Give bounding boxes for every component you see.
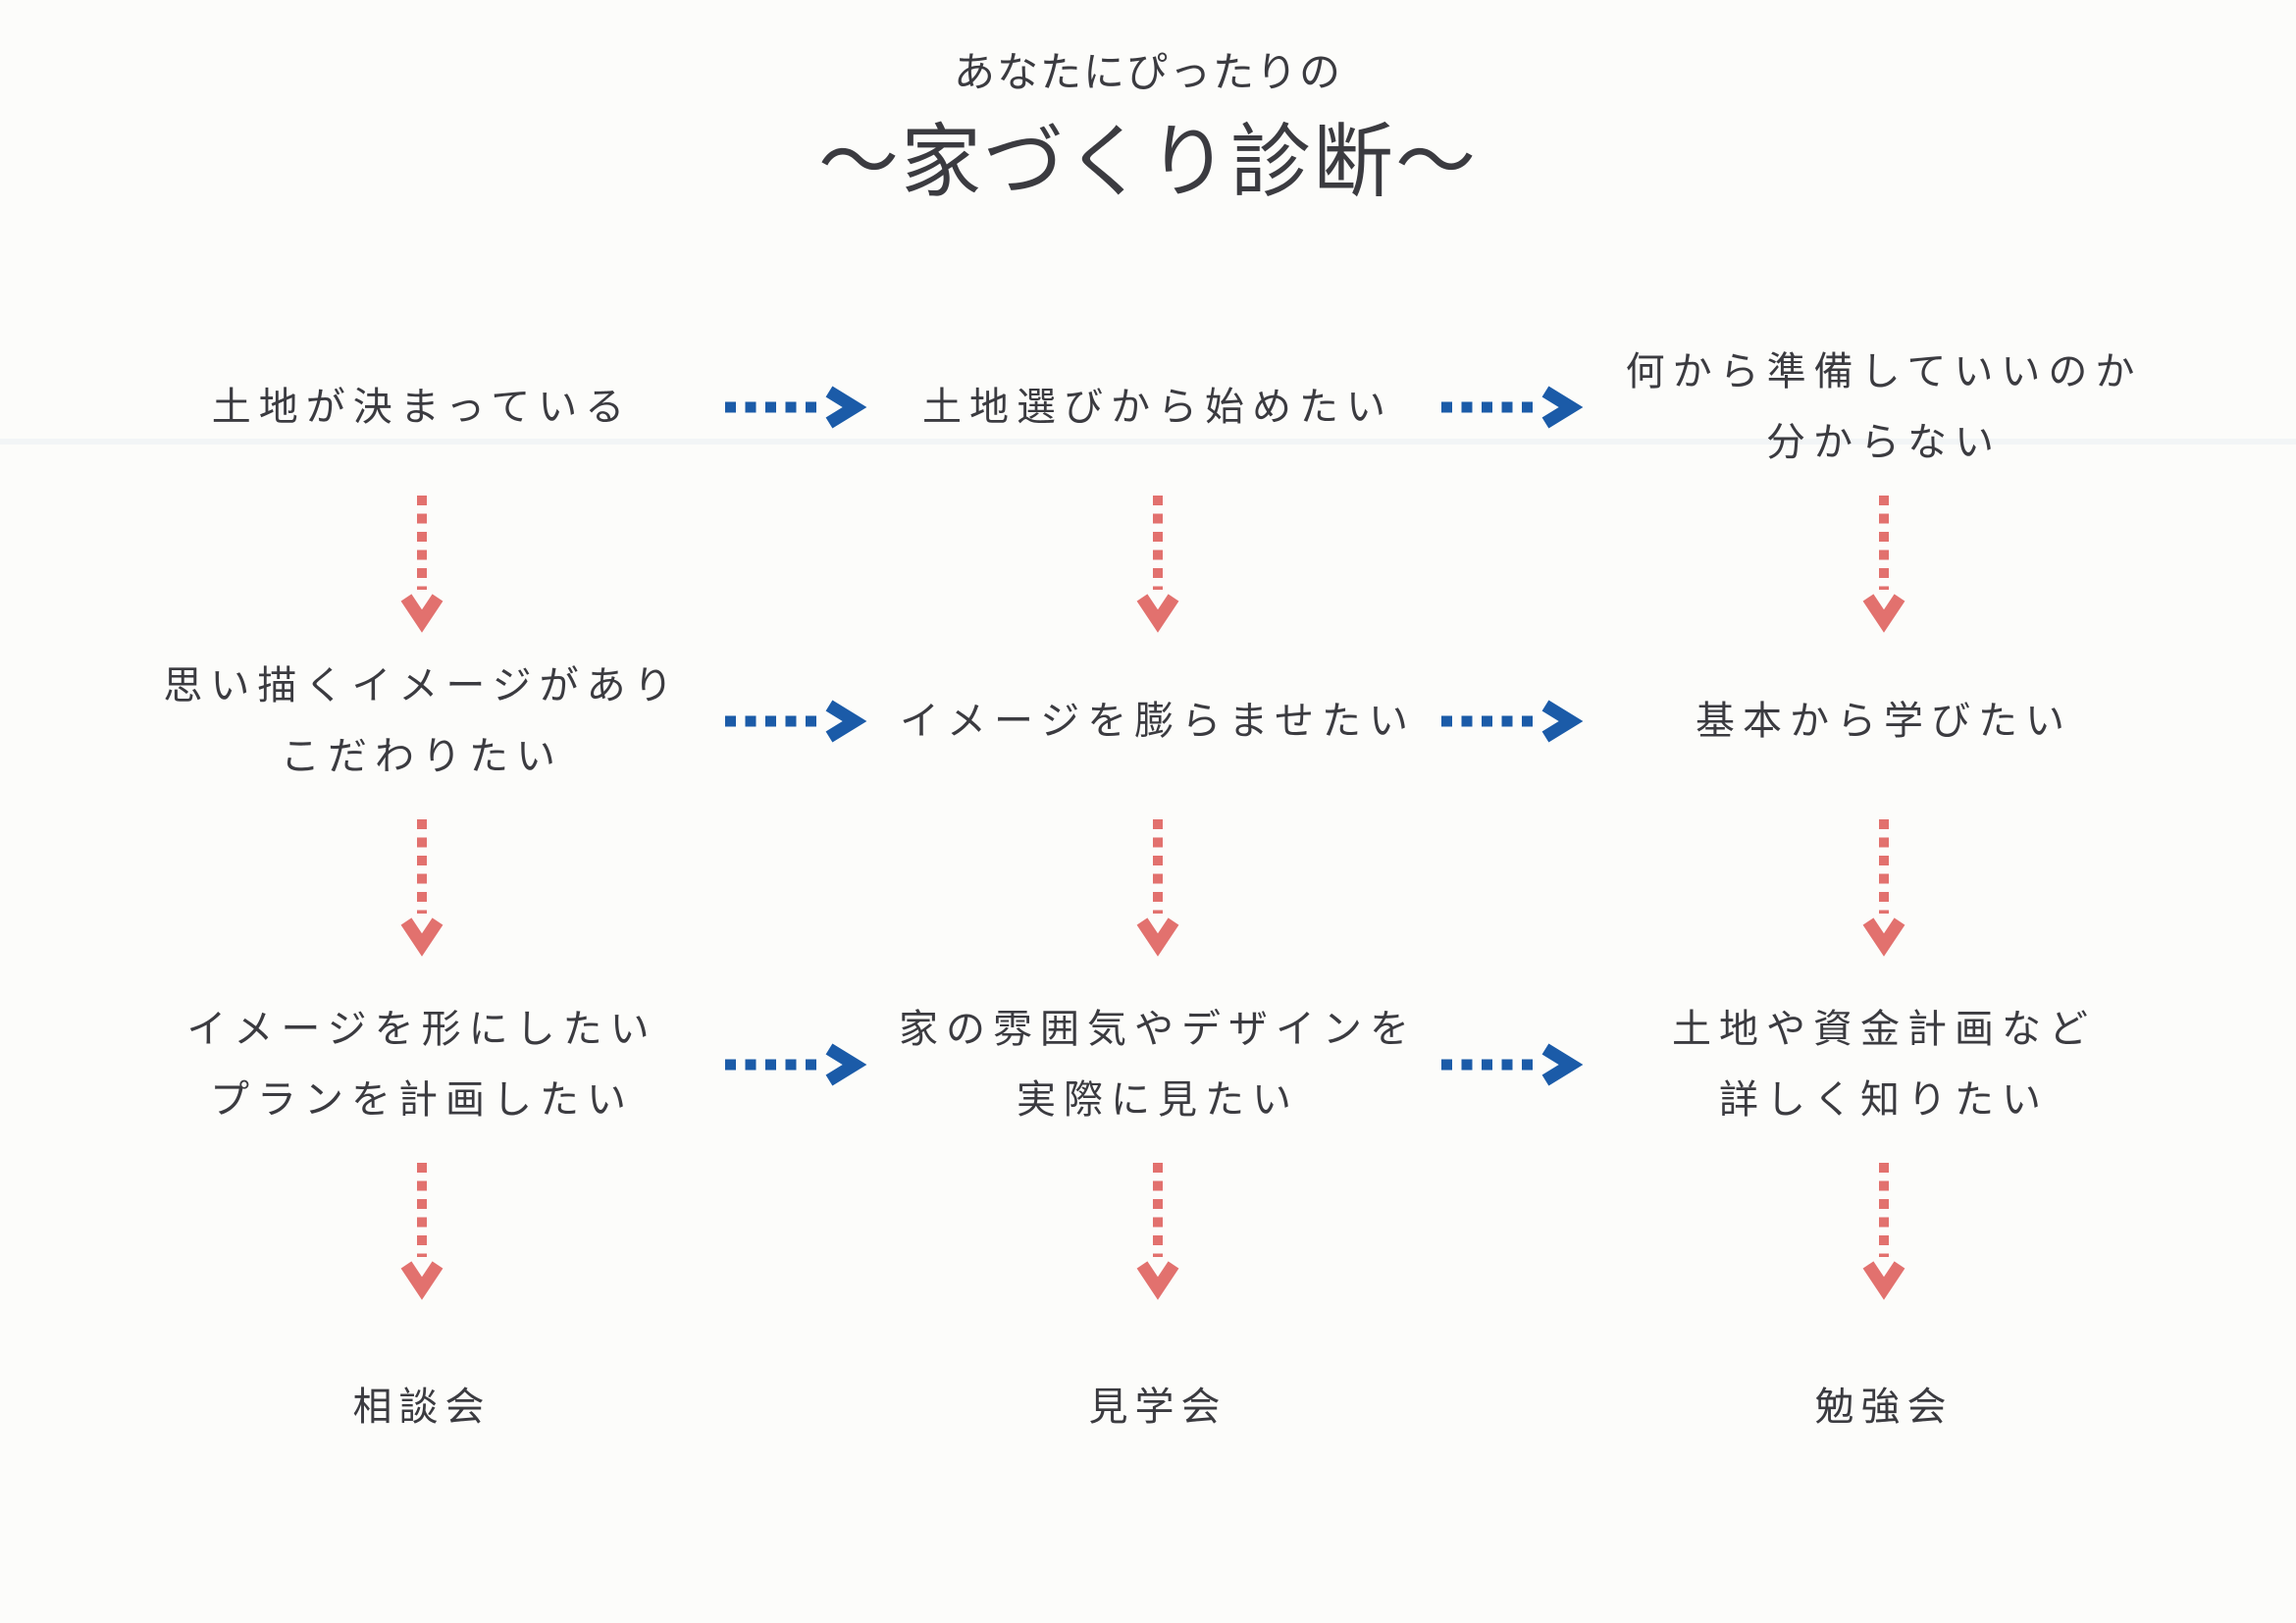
dotted-arrow-right-icon	[721, 386, 868, 429]
outcome-label: 勉強会	[1814, 1385, 1954, 1429]
dotted-arrow-down-icon	[1862, 817, 1905, 960]
flow-cell: 土地や資金計画など 詳しく知りたい	[1672, 1007, 2096, 1122]
dotted-arrow-down-icon	[400, 817, 444, 960]
flow-cell: 家の雰囲気やデザインを 実際に見たい	[899, 1007, 1417, 1122]
dotted-arrow-right-icon	[721, 700, 868, 743]
page-title: ～家づくり診断～	[817, 117, 1478, 207]
outcome-label: 見学会	[1088, 1385, 1227, 1429]
dotted-arrow-right-icon	[1437, 386, 1585, 429]
flow-cell: 土地選びから始めたい	[922, 385, 1393, 429]
flow-grid: 土地が決まっている 土地選びから始めたい 何から準備していいのか 分からない	[137, 324, 2178, 1501]
dotted-arrow-down-icon	[1862, 494, 1905, 636]
dotted-arrow-right-icon	[721, 1043, 868, 1086]
dotted-arrow-down-icon	[1136, 817, 1179, 960]
dotted-arrow-down-icon	[400, 1161, 444, 1303]
title-subtitle: あなたにぴったりの	[953, 51, 1342, 96]
dotted-arrow-right-icon	[1437, 700, 1585, 743]
flow-cell: イメージを形にしたい プランを計画したい	[186, 1007, 657, 1122]
dotted-arrow-down-icon	[1136, 1161, 1179, 1303]
dotted-arrow-down-icon	[1136, 494, 1179, 636]
flow-cell: 思い描くイメージがあり こだわりたい	[163, 663, 681, 778]
flow-cell: 土地が決まっている	[211, 385, 633, 429]
title-block: あなたにぴったりの ～家づくり診断～	[0, 47, 2296, 211]
dotted-arrow-down-icon	[1862, 1161, 1905, 1303]
flow-cell: 何から準備していいのか 分からない	[1625, 349, 2143, 464]
outcome-label: 相談会	[352, 1385, 492, 1429]
scan-artifact-band	[0, 439, 2296, 445]
dotted-arrow-right-icon	[1437, 1043, 1585, 1086]
dotted-arrow-down-icon	[400, 494, 444, 636]
flow-cell: イメージを膨らませたい	[900, 699, 1416, 743]
flow-cell: 基本から学びたい	[1696, 699, 2072, 743]
